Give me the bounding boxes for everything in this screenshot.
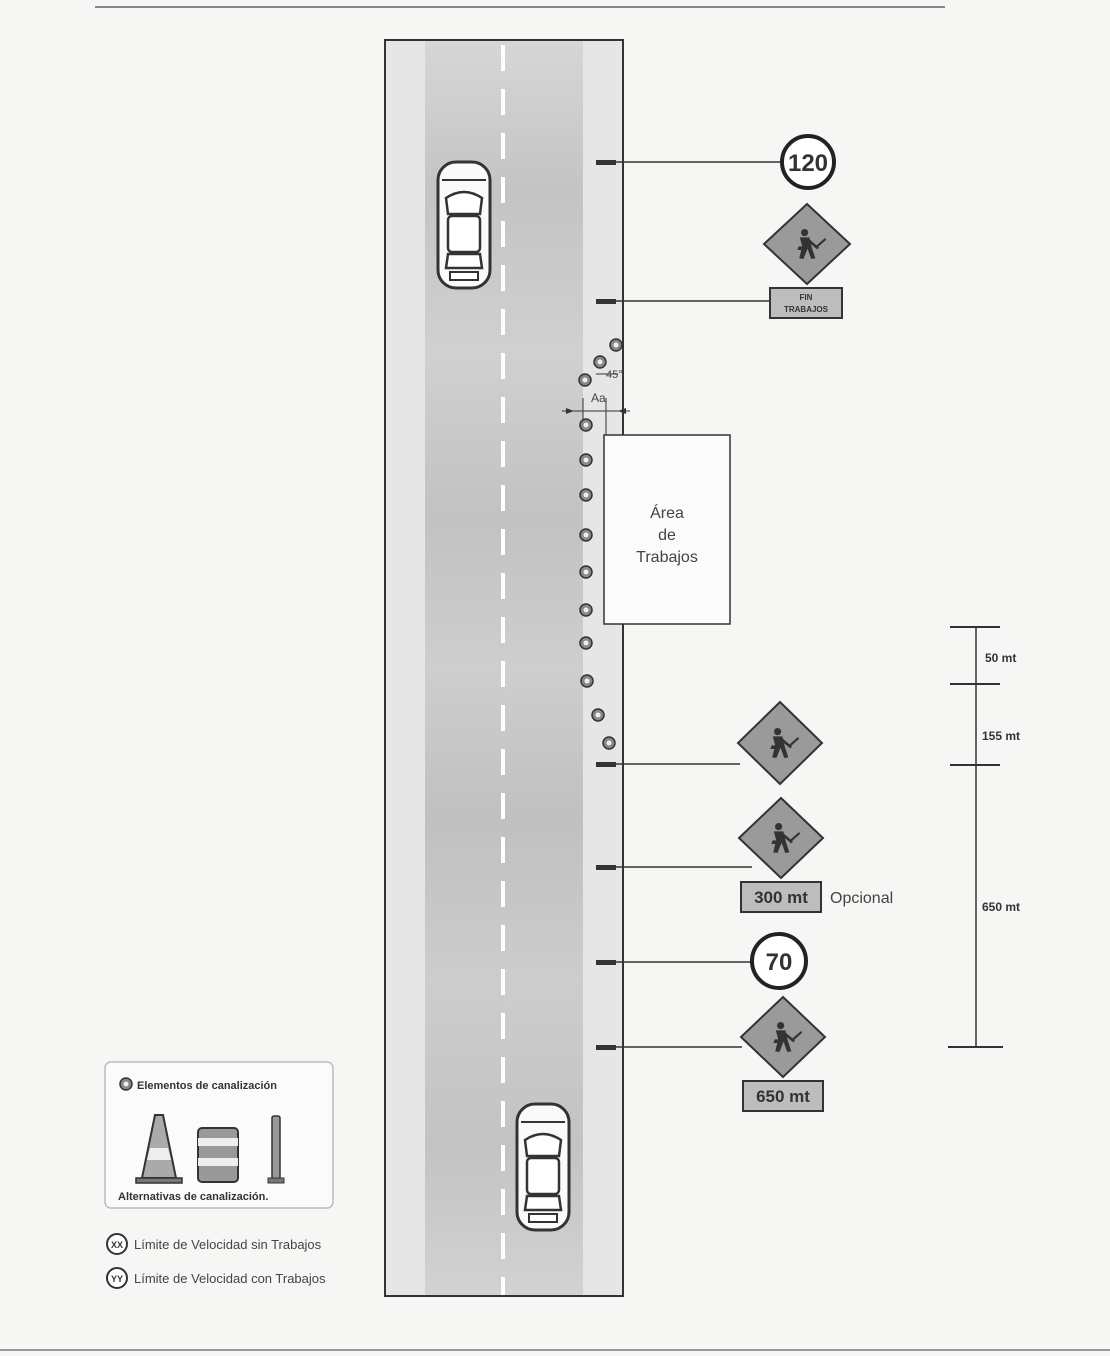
plate-300: 300 mt Opcional [740, 881, 893, 913]
taper-annotation: 45° Aa [562, 369, 630, 436]
delineator-post-icon [267, 1115, 285, 1184]
barrel-icon [197, 1127, 239, 1183]
car-icon [436, 160, 492, 290]
end-works-line1: FIN [800, 293, 813, 302]
taper-angle-label: 45° [606, 369, 623, 381]
car-icon [515, 1102, 571, 1232]
cone [579, 565, 593, 579]
legend-xx-label: Límite de Velocidad sin Trabajos [134, 1237, 322, 1252]
work-area-line3: Trabajos [636, 549, 698, 566]
cone [579, 636, 593, 650]
speed-limit-icon [106, 1267, 128, 1289]
channelization-cones [578, 338, 623, 750]
legend-item-xx: XX Límite de Velocidad sin Trabajos [106, 1233, 322, 1255]
sign-post-1 [596, 160, 782, 165]
speed-limit-icon [106, 1233, 128, 1255]
distance-650: 650 mt [982, 900, 1020, 914]
work-area-line2: de [658, 527, 676, 544]
speed-limit-120-value: 120 [788, 150, 828, 177]
work-area: Área de Trabajos [603, 434, 731, 625]
cone [609, 338, 623, 352]
worker-sign-2 [736, 700, 824, 786]
plate-300-label: 300 mt [754, 888, 808, 907]
legend-subtitle: Alternativas de canalización. [118, 1191, 268, 1203]
plate-300-note: Opcional [830, 890, 893, 907]
worker-sign-top [762, 202, 852, 286]
sign-post-6 [596, 1045, 742, 1050]
sign-posts [596, 160, 782, 1050]
cone [579, 603, 593, 617]
worker-sign-3 [737, 796, 825, 880]
cone [593, 355, 607, 369]
work-area-line1: Área [650, 503, 684, 522]
speed-limit-70-value: 70 [766, 949, 793, 976]
plate-650: 650 mt [742, 1080, 824, 1112]
sign-post-4 [596, 865, 752, 870]
legend-yy-symbol: YY [111, 1274, 123, 1284]
road [384, 39, 624, 1297]
cone [579, 488, 593, 502]
cone [591, 708, 605, 722]
end-works-plate: FIN TRABAJOS [769, 287, 843, 319]
speed-limit-120-sign: 120 [780, 134, 836, 190]
distance-155: 155 mt [982, 729, 1020, 743]
legend-title: Elementos de canalización [137, 1080, 277, 1092]
cone [578, 373, 592, 387]
traffic-cone-icon [135, 1114, 183, 1184]
taper-offset-label: Aa [591, 391, 606, 405]
speed-limit-icon [780, 134, 836, 190]
worker-sign-4 [739, 995, 827, 1079]
legend: Elementos de canalización Alternativas d… [104, 1061, 334, 1289]
legend-yy-label: Límite de Velocidad con Trabajos [134, 1271, 326, 1286]
sign-post-3 [596, 762, 740, 767]
legend-xx-symbol: XX [111, 1240, 123, 1250]
sign-post-5 [596, 960, 752, 965]
dimension-lines: 50 mt 155 mt 650 mt [948, 626, 1020, 1048]
distance-50: 50 mt [985, 651, 1016, 665]
legend-item-yy: YY Límite de Velocidad con Trabajos [106, 1267, 326, 1289]
cone [579, 418, 593, 432]
speed-limit-70-sign: 70 [750, 932, 808, 990]
sign-post-2 [596, 299, 770, 304]
cone [602, 736, 616, 750]
end-works-line2: TRABAJOS [784, 305, 829, 314]
plate-650-label: 650 mt [756, 1087, 810, 1106]
cone [579, 528, 593, 542]
cone [579, 453, 593, 467]
speed-limit-icon [750, 932, 808, 990]
cone [580, 674, 594, 688]
